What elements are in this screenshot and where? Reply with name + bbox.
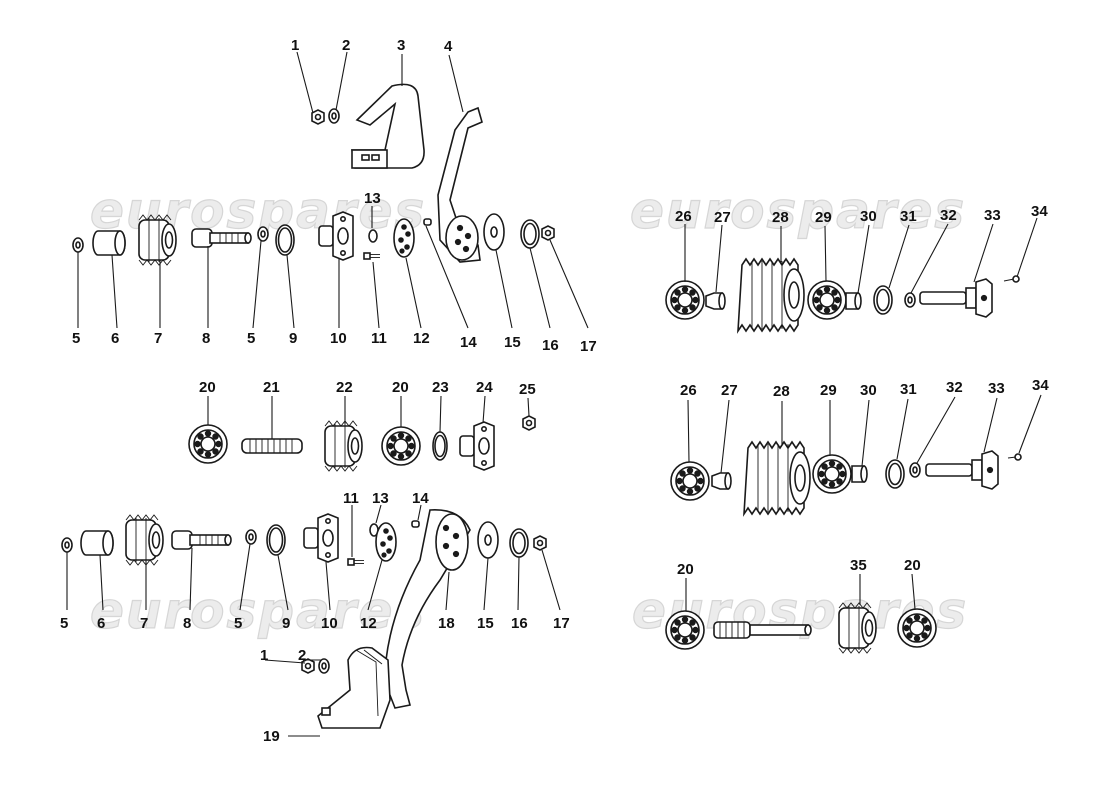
callout-label: 8 bbox=[202, 330, 210, 347]
callout-label: 34 bbox=[1031, 203, 1048, 220]
callout-label: 1 bbox=[291, 37, 299, 54]
callout-label: 4 bbox=[444, 38, 453, 55]
callout-label: 11 bbox=[343, 490, 359, 507]
callout-label: 20 bbox=[199, 379, 216, 396]
callout-label: 3 bbox=[397, 37, 405, 54]
callout-label: 30 bbox=[860, 382, 877, 399]
watermark-text: eurospares bbox=[90, 582, 426, 640]
callouts-group-5: 26 27 28 29 30 31 32 33 34 bbox=[680, 377, 1049, 474]
callout-label: 26 bbox=[680, 382, 697, 399]
callout-label: 8 bbox=[183, 615, 191, 632]
callout-label: 28 bbox=[772, 209, 789, 226]
bracket-part bbox=[317, 646, 391, 729]
callout-label: 6 bbox=[111, 330, 119, 347]
callout-label: 13 bbox=[364, 190, 381, 207]
callout-label: 32 bbox=[940, 207, 957, 224]
callout-label: 10 bbox=[330, 330, 347, 347]
callout-label: 17 bbox=[580, 338, 597, 355]
callout-label: 30 bbox=[860, 208, 877, 225]
callout-label: 1 bbox=[260, 647, 268, 664]
assembly-middle-right bbox=[670, 441, 1022, 515]
callout-label: 22 bbox=[336, 379, 353, 396]
callout-label: 29 bbox=[815, 209, 832, 226]
callout-label: 32 bbox=[946, 379, 963, 396]
callout-label: 9 bbox=[282, 615, 290, 632]
callout-label: 28 bbox=[773, 383, 790, 400]
callout-label: 19 bbox=[263, 728, 280, 745]
assembly-bottom-left bbox=[61, 509, 547, 729]
callout-label: 2 bbox=[342, 37, 350, 54]
callout-label: 26 bbox=[675, 208, 692, 225]
callout-label: 27 bbox=[721, 382, 738, 399]
callout-label: 20 bbox=[677, 561, 694, 578]
callout-label: 5 bbox=[234, 615, 242, 632]
callout-label: 5 bbox=[60, 615, 68, 632]
callout-label: 16 bbox=[511, 615, 528, 632]
callout-label: 5 bbox=[72, 330, 80, 347]
callout-label: 31 bbox=[900, 381, 917, 398]
callout-label: 5 bbox=[247, 330, 255, 347]
callout-label: 14 bbox=[460, 334, 477, 351]
callout-label: 15 bbox=[504, 334, 521, 351]
callout-label: 13 bbox=[372, 490, 389, 507]
callouts-group-4: 26 27 28 29 30 31 32 33 34 bbox=[675, 203, 1048, 294]
callout-label: 2 bbox=[298, 647, 306, 664]
callout-label: 10 bbox=[321, 615, 338, 632]
callout-label: 9 bbox=[289, 330, 297, 347]
callout-label: 12 bbox=[413, 330, 430, 347]
assembly-bottom-right bbox=[665, 602, 937, 654]
callout-label: 29 bbox=[820, 382, 837, 399]
callout-label: 27 bbox=[714, 209, 731, 226]
callout-label: 35 bbox=[850, 557, 867, 574]
callouts-group-6: 20 35 20 bbox=[677, 557, 921, 611]
callout-label: 33 bbox=[984, 207, 1001, 224]
callout-label: 20 bbox=[392, 379, 409, 396]
callout-label: 24 bbox=[476, 379, 493, 396]
assembly-top-right bbox=[665, 258, 1020, 332]
callouts-group-3: 5 6 7 8 5 9 10 11 13 14 12 18 15 16 17 1… bbox=[60, 490, 570, 745]
callout-label: 21 bbox=[263, 379, 280, 396]
callout-label: 17 bbox=[553, 615, 570, 632]
callout-label: 20 bbox=[904, 557, 921, 574]
callout-label: 23 bbox=[432, 379, 449, 396]
callout-label: 25 bbox=[519, 381, 536, 398]
callout-label: 6 bbox=[97, 615, 105, 632]
callout-label: 12 bbox=[360, 615, 377, 632]
callout-label: 11 bbox=[371, 330, 387, 347]
callout-label: 34 bbox=[1032, 377, 1049, 394]
callouts-group-1: 1 2 3 4 5 6 7 8 5 9 10 11 12 13 14 15 16… bbox=[72, 37, 597, 355]
callout-label: 14 bbox=[412, 490, 429, 507]
callout-label: 15 bbox=[477, 615, 494, 632]
assembly-top-left bbox=[72, 83, 555, 266]
callout-label: 7 bbox=[154, 330, 162, 347]
callout-label: 31 bbox=[900, 208, 917, 225]
callout-label: 16 bbox=[542, 337, 559, 354]
assembly-middle-left bbox=[188, 415, 536, 472]
callout-label: 7 bbox=[140, 615, 148, 632]
callouts-group-2: 20 21 22 20 23 24 25 bbox=[199, 379, 536, 439]
callout-label: 18 bbox=[438, 615, 455, 632]
callout-label: 33 bbox=[988, 380, 1005, 397]
